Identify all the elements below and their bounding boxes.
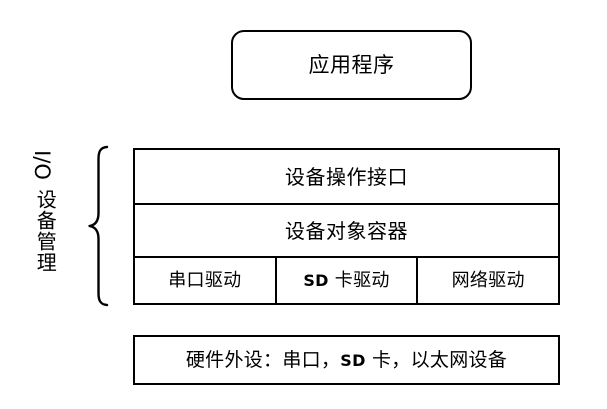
stack-row-label: 设备操作接口 (285, 164, 408, 189)
left-curly-brace-icon (86, 145, 112, 307)
driver-cell-label-latin: SD (303, 270, 329, 290)
driver-cell-label: 网络驱动 (451, 269, 525, 291)
stack-row-drivers: 串口驱动 SD 卡驱动 网络驱动 (135, 258, 559, 303)
stack-row-device-object-container: 设备对象容器 (135, 205, 558, 258)
hardware-peripherals-label: 硬件外设：串口，SD 卡，以太网设备 (185, 348, 508, 371)
io-stack: 设备操作接口 设备对象容器 串口驱动 SD 卡驱动 网络驱动 (133, 148, 560, 305)
driver-cell-label: SD 卡驱动 (303, 269, 390, 291)
hardware-peripherals-box: 硬件外设：串口，SD 卡，以太网设备 (133, 335, 560, 385)
hardware-peripherals-label-suffix: 卡，以太网设备 (365, 348, 508, 371)
driver-cell-network: 网络驱动 (416, 258, 559, 303)
hardware-peripherals-label-latin: SD (340, 350, 366, 370)
application-box: 应用程序 (231, 30, 472, 100)
driver-cell-sd-card: SD 卡驱动 (274, 258, 417, 303)
driver-cell-label: 串口驱动 (168, 269, 242, 291)
device-management-label-text: 设备管理 (33, 189, 58, 273)
driver-cell-label-cn: 卡驱动 (328, 269, 390, 291)
io-device-management-label: I/O 设备管理 (30, 143, 60, 303)
application-box-label: 应用程序 (308, 52, 395, 77)
hardware-peripherals-label-prefix: 硬件外设：串口， (185, 348, 341, 371)
stack-row-device-operation-interface: 设备操作接口 (135, 150, 558, 205)
driver-cell-serial: 串口驱动 (135, 258, 275, 303)
io-label-text: I/O (30, 150, 54, 180)
stack-row-label: 设备对象容器 (285, 218, 408, 243)
